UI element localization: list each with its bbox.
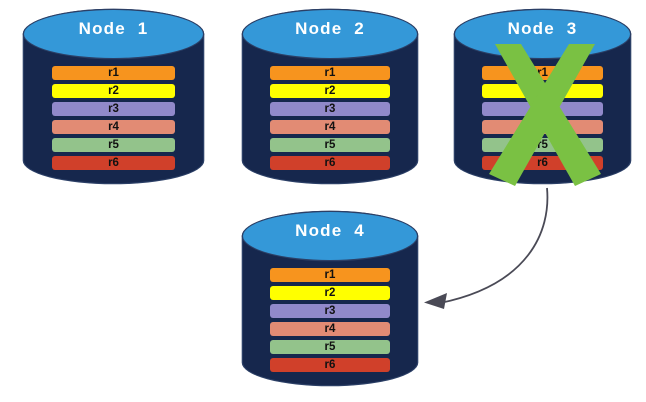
node-2[interactable]: Node 2 r1 r2 r3 r4 r5 r6 <box>243 10 417 183</box>
cylinder-top-ellipse <box>243 212 417 260</box>
row-item[interactable]: r6 <box>269 156 391 170</box>
row-item[interactable]: r3 <box>269 102 391 116</box>
row-item[interactable]: r2 <box>269 84 391 98</box>
row-list: r1 r2 r3 r4 r5 r6 <box>24 66 203 170</box>
row-item[interactable]: r2 <box>482 84 603 98</box>
cylinder-top-ellipse <box>243 10 417 58</box>
row-item[interactable]: r4 <box>269 120 391 134</box>
row-item[interactable]: r2 <box>51 84 176 98</box>
node-title: Node 1 <box>78 19 149 38</box>
row-item[interactable]: r1 <box>269 66 391 80</box>
row-list: r1 r2 r3 r4 r5 r6 <box>455 66 630 170</box>
row-list: r1 r2 r3 r4 r5 r6 <box>243 66 417 170</box>
node-title: Node 4 <box>295 221 365 240</box>
row-item[interactable]: r4 <box>51 120 176 134</box>
row-item[interactable]: r1 <box>269 268 391 282</box>
row-item[interactable]: r5 <box>51 138 176 152</box>
node-3[interactable]: Node 3 r1 r2 r3 r4 r5 r6 <box>455 10 630 183</box>
node-title: Node 2 <box>295 19 365 38</box>
row-item[interactable]: r4 <box>482 120 603 134</box>
row-item[interactable]: r3 <box>269 304 391 318</box>
arrow-path <box>439 187 549 304</box>
row-item[interactable]: r4 <box>269 322 391 336</box>
row-item[interactable]: r5 <box>269 340 391 354</box>
row-item[interactable]: r6 <box>51 156 176 170</box>
arrow-head <box>424 293 447 309</box>
cylinder-top-ellipse <box>24 10 203 58</box>
row-item[interactable]: r3 <box>482 102 603 116</box>
row-item[interactable]: r5 <box>269 138 391 152</box>
node-title: Node 3 <box>507 19 578 38</box>
row-list: r1 r2 r3 r4 r5 r6 <box>243 268 417 372</box>
node-4[interactable]: Node 4 r1 r2 r3 r4 r5 r6 <box>243 212 417 385</box>
row-item[interactable]: r3 <box>51 102 176 116</box>
node-1[interactable]: Node 1 r1 r2 r3 r4 r5 r6 <box>24 10 203 183</box>
row-item[interactable]: r6 <box>269 358 391 372</box>
row-item[interactable]: r1 <box>482 66 603 80</box>
row-item[interactable]: r1 <box>51 66 176 80</box>
row-item[interactable]: r6 <box>482 156 603 170</box>
row-item[interactable]: r2 <box>269 286 391 300</box>
row-item[interactable]: r5 <box>482 138 603 152</box>
